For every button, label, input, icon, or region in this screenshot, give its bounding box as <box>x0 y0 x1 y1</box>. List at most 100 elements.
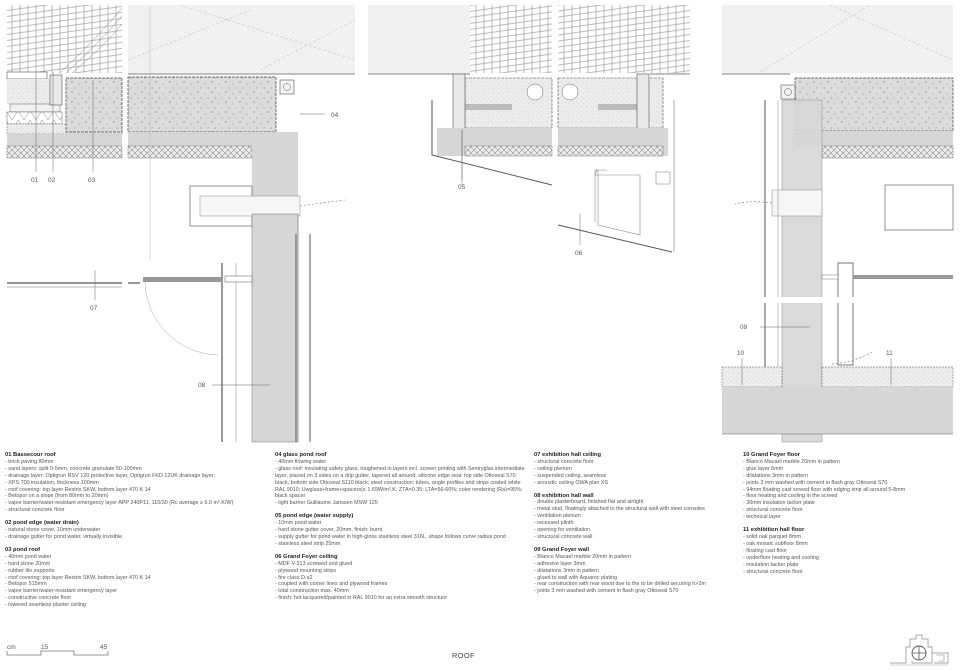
scale-tick-15: 15 <box>41 644 49 651</box>
legend-section: 10 Grand Foyer floor- Blanco Macael marb… <box>743 452 958 521</box>
legend-item: - ceiling plenum <box>534 465 572 472</box>
legend-item: - dilatations 3mm in pattern <box>743 472 809 479</box>
legend-item: - hard stone gutter cover, 20mm, finish:… <box>275 527 383 534</box>
legend-item: - dilatations 3mm in pattern <box>534 567 600 574</box>
legend-item: - brick paving 80mm <box>5 458 54 465</box>
legend-section-title: 07 exhibition hall ceiling <box>534 452 602 458</box>
legend-section: 01 Bassecour roof- brick paving 80mm- sa… <box>5 452 265 514</box>
callout-03: 03 <box>88 177 96 184</box>
legend-item: - structural concrete floor <box>743 507 803 514</box>
legend-item: - floor heating and cooling in the scree… <box>743 493 838 500</box>
legend-section-title: 06 Grand Foyer ceiling <box>275 553 338 560</box>
legend-item: - roof covering: top layer Restrix SKW, … <box>5 574 151 581</box>
legend-item: - 10mm pond water <box>275 520 322 527</box>
legend-section: 09 Grand Foyer wall- Blanco Macael marbl… <box>534 547 734 595</box>
legend-item: - natural stone cover, 10mm underwater <box>5 527 101 534</box>
callout-05: 05 <box>458 184 466 191</box>
scale-unit: cm <box>7 644 16 651</box>
detail-panel-2 <box>127 4 356 443</box>
legend-column-4: 10 Grand Foyer floor- Blanco Macael marb… <box>743 452 958 581</box>
legend-item: - ventilation plenum <box>534 513 581 520</box>
legend-item: - solid oak parquet 8mm <box>743 533 801 540</box>
legend-section: 07 exhibition hall ceiling- structural c… <box>534 452 734 487</box>
legend-item: - metal stud, floatingly attached to the… <box>534 506 705 513</box>
legend-item: - double plasterboard, finished flat and… <box>534 499 644 506</box>
callout-04: 04 <box>331 112 339 119</box>
callout-text: 01 02 03 04 05 06 07 08 09 10 11 <box>31 112 893 389</box>
legend-item: - Betopor on a slope (from 80mm to 20mm) <box>5 493 109 500</box>
legend-section-title: 09 Grand Foyer wall <box>534 546 590 553</box>
legend-item: - finish: hot lacquered/painted in RAL 9… <box>275 595 448 602</box>
callout-08: 08 <box>198 382 206 389</box>
legend-section: 06 Grand Foyer ceiling- MDF V-313 screwe… <box>275 554 525 602</box>
legend-item: - plywood mounting strips <box>275 567 337 574</box>
detail-panel-4 <box>557 5 690 253</box>
callout-06: 06 <box>575 250 583 257</box>
legend-item: - Betopor 515mm <box>5 581 47 588</box>
legend-section: 02 pond edge (water drain)- natural ston… <box>5 520 265 541</box>
legend-item: - fire class D-s2 <box>275 574 313 581</box>
legend-section: 05 pond edge (water supply)- 10mm pond w… <box>275 513 525 548</box>
legend-item: - glued to wall with Aquaroc plating <box>534 574 618 581</box>
callout-07: 07 <box>90 305 98 312</box>
legend-item: - hard stone 20mm <box>5 560 51 567</box>
legend-item: - drainage gutter for pond water, virtua… <box>5 533 123 540</box>
legend-column-1: 01 Bassecour roof- brick paving 80mm- sa… <box>5 452 265 615</box>
legend-section-title: 05 pond edge (water supply) <box>275 513 354 520</box>
legend-item: - lowered seamless plaster ceiling <box>5 602 86 609</box>
legend-item: - structural concrete floor <box>534 458 594 465</box>
legend-item: - rubber tile supports <box>5 567 55 574</box>
legend-column-3: 07 exhibition hall ceiling- structural c… <box>534 452 734 601</box>
legend-item: - opening for ventilation <box>534 527 591 534</box>
sheet-title: ROOF <box>452 651 475 660</box>
legend-section-title: 01 Bassecour roof <box>5 452 56 458</box>
scale-bar <box>6 650 109 656</box>
legend-item: - suspended ceiling, seamless <box>534 472 607 479</box>
legend-item: - technical layer <box>743 514 781 521</box>
legend-item: - 40mm pond water <box>5 553 52 560</box>
construction-detail-drawing: 01 02 03 04 05 06 07 08 09 10 11 <box>6 4 954 443</box>
legend-item: - coupled with corner lines and plywood … <box>275 581 388 588</box>
legend-section-title: 03 pond roof <box>5 546 41 553</box>
legend-item: - adhesive layer 3mm <box>534 560 586 567</box>
legend-item: - structural concrete wall <box>534 533 593 540</box>
legend-item: - floating cast floor <box>743 547 788 554</box>
legend-item: - XPS 700 insulation, thickness 100mm <box>5 479 99 486</box>
legend-item: - joints 3 mm washed with cement in flas… <box>743 479 888 486</box>
legend-section-title: 04 glass pond roof <box>275 452 327 458</box>
legend-item: - MDF V-313 screwed and glued <box>275 560 353 567</box>
legend-item: - acoustic ceiling OWA plan XS <box>534 479 609 486</box>
legend-item: - sand layers: split 0-5mm, concrete gra… <box>5 465 142 472</box>
callout-01: 01 <box>31 177 39 184</box>
legend-section: 11 exhibition hall floor- solid oak parq… <box>743 527 958 575</box>
legend-item: - supply gutter for pond water in high-g… <box>275 533 506 540</box>
legend-item: - 94mm floating cast screed floor with e… <box>743 486 906 493</box>
legend-item: - constructive concrete floor <box>5 595 72 602</box>
legend-item: - joints 3 mm washed with cement in flas… <box>534 588 679 595</box>
legend-item: - glue layer 6mm <box>743 465 784 472</box>
callout-02: 02 <box>48 177 56 184</box>
legend-section-title: 08 exhibition hall wall <box>534 492 594 499</box>
legend-section: 08 exhibition hall wall- double plasterb… <box>534 493 734 541</box>
legend-item: - Blanco Macael marble 20mm in pattern <box>534 553 632 560</box>
legend-section: 04 glass pond roof- 40mm flowing water- … <box>275 452 525 507</box>
scale-tick-45: 45 <box>100 644 108 651</box>
legend-item: - stainless steel strip 25mm <box>275 540 341 547</box>
callout-labels <box>35 72 892 386</box>
detail-panel-1 <box>6 5 123 288</box>
legend-item: - vapor barrier/water-resistant emergenc… <box>5 588 118 595</box>
detail-panel-5 <box>721 4 954 443</box>
callout-11: 11 <box>886 350 893 357</box>
legend-item: - structural concrete floor <box>743 568 803 575</box>
key-plan-icon <box>890 634 949 666</box>
detail-panel-3 <box>368 5 553 186</box>
callout-09: 09 <box>740 324 748 331</box>
legend-section: 03 pond roof- 40mm pond water- hard ston… <box>5 547 265 609</box>
legend-item: - underfloor heating and cooling <box>743 554 819 561</box>
legend-item: - 30mm insulation tacker plate <box>743 500 815 507</box>
legend-item: - oak mosaic subfloor 8mm <box>743 540 808 547</box>
legend-item: - light barrier Guillaume Janssen MSW 12… <box>275 500 378 507</box>
legend-item: - roof covering: top layer Restrix SKW, … <box>5 486 151 493</box>
legend-section-title: 11 exhibition hall floor <box>743 527 805 534</box>
legend-item: - vapor barrier/water-resistant emergenc… <box>5 500 234 507</box>
